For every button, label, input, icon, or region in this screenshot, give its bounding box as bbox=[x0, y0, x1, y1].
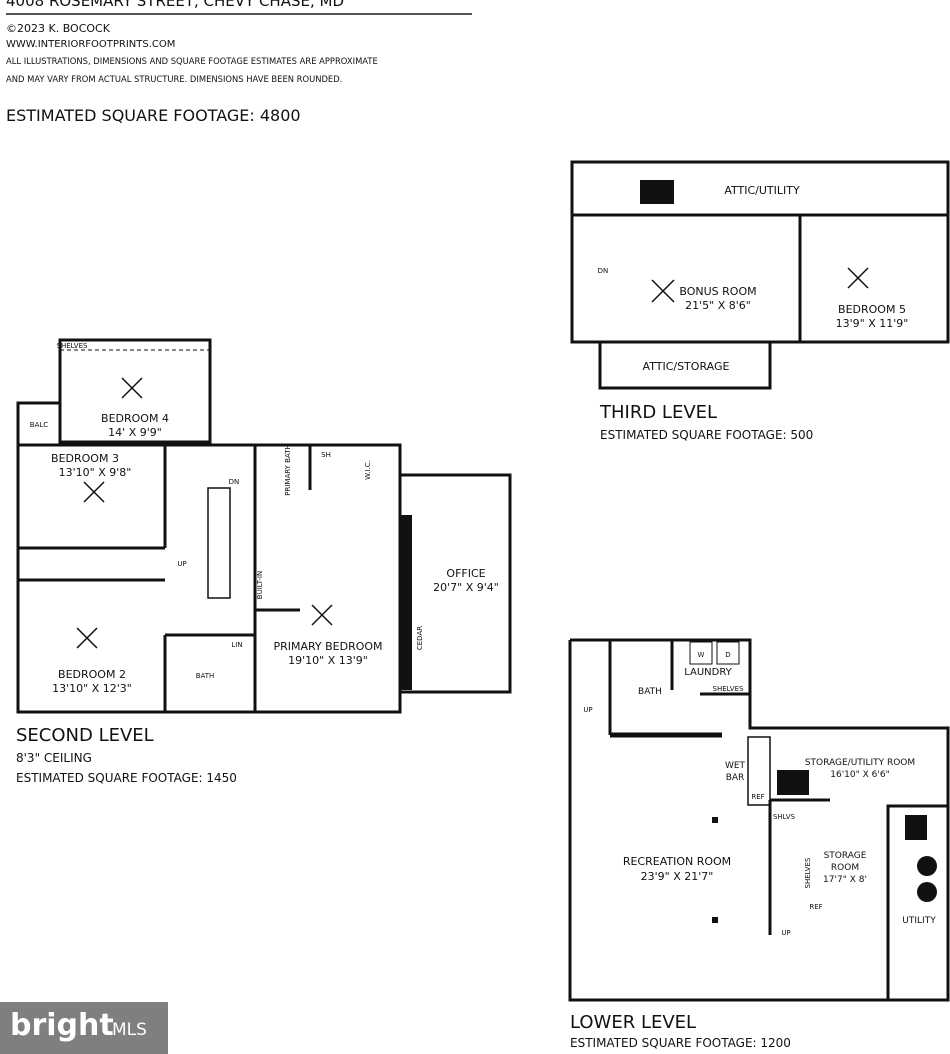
cedar-label: CEDAR bbox=[416, 626, 424, 650]
bedroom2-label: BEDROOM 2 bbox=[58, 668, 126, 681]
column bbox=[712, 817, 718, 823]
washer-label: W bbox=[698, 651, 705, 659]
third-level-title: THIRD LEVEL bbox=[600, 402, 718, 423]
shelves-label: SHELVES bbox=[57, 342, 88, 350]
header-rule bbox=[6, 13, 472, 15]
website: WWW.INTERIORFOOTPRINTS.COM bbox=[6, 39, 176, 50]
shower-label: SH bbox=[321, 451, 331, 459]
bonus-room-label: BONUS ROOM bbox=[679, 285, 756, 298]
built-in-label: BUILT-IN bbox=[256, 571, 264, 599]
second-level-ceiling: 8'3" CEILING bbox=[16, 751, 92, 765]
primary-bedroom-dimensions: 19'10" X 13'9" bbox=[288, 654, 368, 667]
bedroom4-dimensions: 14' X 9'9" bbox=[108, 426, 162, 439]
wet-bar-label: WET bbox=[725, 761, 746, 771]
bedroom3-dimensions: 13'10" X 9'8" bbox=[59, 466, 132, 479]
wet-bar-label-2: BAR bbox=[726, 773, 745, 783]
third-level-sqft: ESTIMATED SQUARE FOOTAGE: 500 bbox=[600, 428, 814, 442]
second-level-title: SECOND LEVEL bbox=[16, 725, 154, 746]
disclaimer-line1: ALL ILLUSTRATIONS, DIMENSIONS AND SQUARE… bbox=[6, 56, 378, 66]
recreation-room-label: RECREATION ROOM bbox=[623, 855, 731, 868]
balcony-label: BALC bbox=[30, 421, 48, 429]
primary-bath-label: PRIMARY BATH bbox=[284, 444, 292, 495]
attic-storage-label: ATTIC/STORAGE bbox=[643, 360, 730, 373]
attic-utility-label: ATTIC/UTILITY bbox=[724, 184, 800, 197]
dryer bbox=[716, 641, 740, 665]
ref-label: REF bbox=[751, 793, 764, 801]
linen-label: LIN bbox=[231, 641, 242, 649]
up-label: UP bbox=[177, 560, 186, 568]
third-down-label: DN bbox=[598, 267, 609, 275]
storage-up-label: UP bbox=[781, 929, 790, 937]
storage-utility-label: STORAGE/UTILITY ROOM bbox=[805, 758, 915, 768]
lower-level-walls bbox=[568, 638, 950, 1002]
bedroom5-dimensions: 13'9" X 11'9" bbox=[836, 317, 909, 330]
down-label: DN bbox=[229, 478, 240, 486]
storage-room-label-2: ROOM bbox=[831, 863, 859, 873]
furnace-block bbox=[777, 770, 809, 795]
storage-utility-dimensions: 16'10" X 6'6" bbox=[830, 770, 889, 780]
chimney-block bbox=[640, 180, 674, 204]
bright-mls-logo: bright MLS bbox=[0, 1002, 168, 1054]
logo-suffix: MLS bbox=[112, 1020, 147, 1040]
bedroom5-label: BEDROOM 5 bbox=[838, 303, 906, 316]
third-level-walls bbox=[570, 160, 950, 390]
storage-ref-label: REF bbox=[809, 903, 822, 911]
utility-label: UTILITY bbox=[902, 916, 936, 926]
total-square-footage: ESTIMATED SQUARE FOOTAGE: 4800 bbox=[6, 106, 301, 125]
lower-up-label: UP bbox=[583, 706, 592, 714]
lower-level-title: LOWER LEVEL bbox=[570, 1012, 697, 1033]
address-title: 4008 ROSEMARY STREET, CHEVY CHASE, MD bbox=[6, 0, 344, 10]
second-level-walls bbox=[16, 338, 512, 714]
washer bbox=[689, 641, 713, 665]
bedroom4-label: BEDROOM 4 bbox=[101, 412, 169, 425]
storage-room-label: STORAGE bbox=[824, 851, 867, 861]
tank-icon bbox=[917, 882, 937, 902]
ceiling-fan-icons bbox=[76, 267, 869, 649]
walk-in-closet-label: W.I.C. bbox=[364, 460, 372, 480]
disclaimer-line2: AND MAY VARY FROM ACTUAL STRUCTURE. DIME… bbox=[6, 74, 343, 84]
shelves-vertical-label: SHELVES bbox=[804, 857, 812, 888]
water-heater-block bbox=[905, 815, 927, 840]
lower-level-sqft: ESTIMATED SQUARE FOOTAGE: 1200 bbox=[570, 1036, 791, 1050]
recreation-room-dimensions: 23'9" X 21'7" bbox=[641, 870, 714, 883]
logo-brand: bright bbox=[10, 1008, 114, 1043]
office-label: OFFICE bbox=[446, 567, 485, 580]
bath-label: BATH bbox=[196, 672, 215, 680]
bedroom3-label: BEDROOM 3 bbox=[51, 452, 119, 465]
second-level-sqft: ESTIMATED SQUARE FOOTAGE: 1450 bbox=[16, 771, 237, 785]
bedroom2-dimensions: 13'10" X 12'3" bbox=[52, 682, 132, 695]
primary-bedroom-label: PRIMARY BEDROOM bbox=[273, 640, 382, 653]
shlvs-label: SHLVS bbox=[773, 813, 796, 821]
column bbox=[712, 917, 718, 923]
storage-room-dimensions: 17'7" X 8' bbox=[823, 875, 867, 885]
office-dimensions: 20'7" X 9'4" bbox=[433, 581, 499, 594]
lower-bath-label: BATH bbox=[638, 687, 662, 697]
copyright: ©2023 K. BOCOCK bbox=[6, 22, 110, 35]
laundry-label: LAUNDRY bbox=[684, 667, 732, 678]
lower-shelves-label: SHELVES bbox=[713, 685, 744, 693]
dryer-label: D bbox=[725, 651, 730, 659]
office-wall-block bbox=[400, 515, 412, 690]
bonus-room-dimensions: 21'5" X 8'6" bbox=[685, 299, 751, 312]
tank-icon bbox=[917, 856, 937, 876]
